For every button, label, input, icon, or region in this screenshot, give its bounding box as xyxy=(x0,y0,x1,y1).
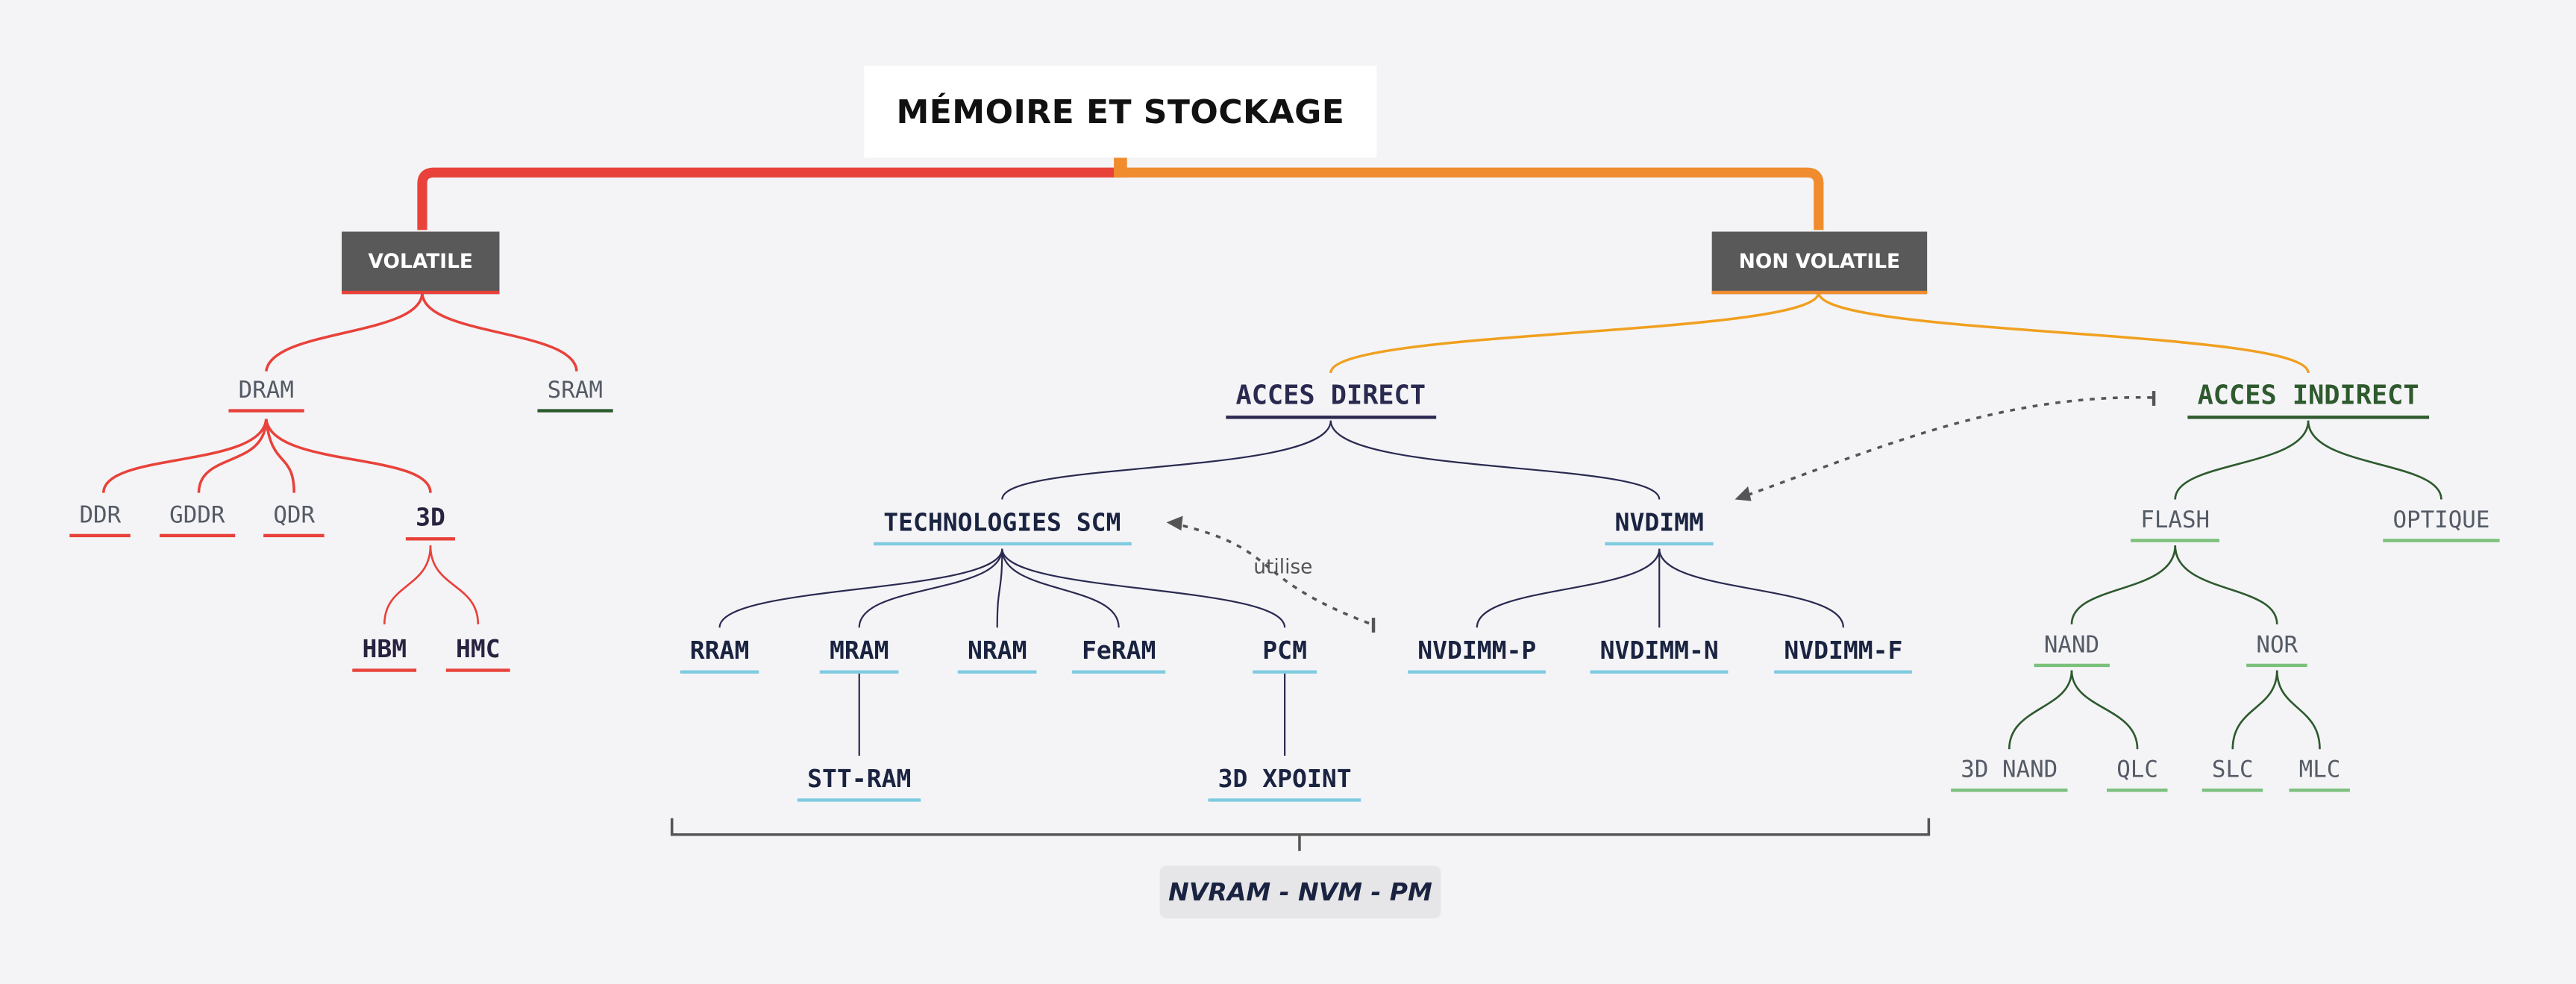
node-nvdimm-n[interactable]: NVDIMM-N xyxy=(1590,636,1729,674)
node-pcm[interactable]: PCM xyxy=(1253,636,1317,674)
node-qlc[interactable]: QLC xyxy=(2106,757,2169,792)
node-mram[interactable]: MRAM xyxy=(819,636,899,674)
node-nvdimm-f[interactable]: NVDIMM-F xyxy=(1774,636,1913,674)
node-optique[interactable]: OPTIQUE xyxy=(2383,507,2500,542)
node-feram[interactable]: FeRAM xyxy=(1071,636,1166,674)
node-qdr[interactable]: QDR xyxy=(263,503,325,538)
non-volatile-branch[interactable]: NON VOLATILE xyxy=(1711,231,1928,295)
node-mlc[interactable]: MLC xyxy=(2289,757,2351,792)
node-nvdimm[interactable]: NVDIMM xyxy=(1605,507,1714,546)
group-label-nvram[interactable]: NVRAM - NVM - PM xyxy=(1159,865,1441,919)
node-acces-indirect[interactable]: ACCES INDIRECT xyxy=(2187,380,2429,419)
node-technologies-scm[interactable]: TECHNOLOGIES SCM xyxy=(874,507,1131,546)
node-hmc[interactable]: HMC xyxy=(445,634,510,672)
node-nand[interactable]: NAND xyxy=(2034,633,2110,668)
relation-label-utilise: utilise xyxy=(1253,555,1313,579)
node-flash[interactable]: FLASH xyxy=(2131,507,2220,542)
node-ddr[interactable]: DDR xyxy=(69,503,131,538)
volatile-branch[interactable]: VOLATILE xyxy=(342,231,500,295)
node-nor[interactable]: NOR xyxy=(2246,633,2308,668)
node-slc[interactable]: SLC xyxy=(2201,757,2263,792)
node-hbm[interactable]: HBM xyxy=(352,634,417,672)
node-sram[interactable]: SRAM xyxy=(537,378,613,413)
node-3d-nand[interactable]: 3D NAND xyxy=(1951,757,2068,792)
node-stt-ram[interactable]: STT-RAM xyxy=(797,764,921,802)
node-dram[interactable]: DRAM xyxy=(228,378,304,413)
node-rram[interactable]: RRAM xyxy=(680,636,759,674)
map-title: MÉMOIRE ET STOCKAGE xyxy=(864,66,1377,158)
node-acces-direct[interactable]: ACCES DIRECT xyxy=(1226,380,1436,419)
node-nvdimm-p[interactable]: NVDIMM-P xyxy=(1408,636,1546,674)
node-3d[interactable]: 3D xyxy=(405,503,456,541)
node-gddr[interactable]: GDDR xyxy=(159,503,235,538)
node-3d-xpoint[interactable]: 3D XPOINT xyxy=(1208,764,1361,802)
node-nram[interactable]: NRAM xyxy=(957,636,1037,674)
